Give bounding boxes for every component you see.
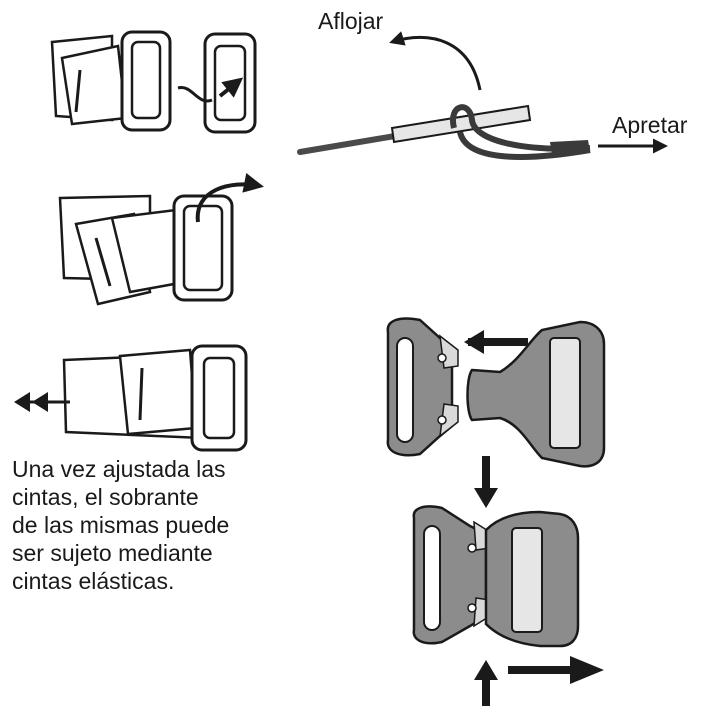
tighten-label: Apretar (612, 112, 688, 138)
buckle-separated (386, 317, 606, 468)
arrow-icon (464, 330, 484, 354)
arrow-icon (218, 77, 244, 98)
loosen-label: Aflojar (318, 8, 384, 34)
note-line: cintas elásticas. (12, 568, 175, 594)
buckle-connected (412, 505, 580, 648)
step3-pull (14, 344, 248, 452)
tension-adjust-diagram (297, 31, 668, 160)
instruction-note: Una vez ajustada las cintas, el sobrante… (12, 455, 282, 595)
strap-icon (50, 34, 128, 126)
note-line: cintas, el sobrante (12, 484, 199, 510)
arrow-icon (474, 488, 498, 508)
step2-fold (58, 173, 264, 306)
note-line: Una vez ajustada las (12, 456, 226, 482)
step1-threading (50, 30, 257, 134)
double-arrow-icon (14, 392, 30, 412)
note-line: ser sujeto mediante (12, 540, 213, 566)
arrow-icon (474, 660, 498, 680)
note-line: de las mismas puede (12, 512, 230, 538)
arrow-icon (570, 656, 604, 684)
loosen-arrow-icon (389, 31, 482, 91)
arrow-icon (195, 173, 264, 223)
